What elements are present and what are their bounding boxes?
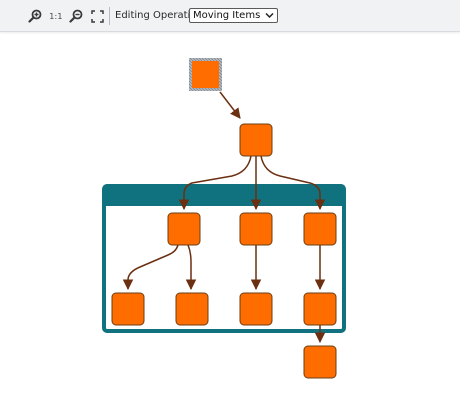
nodes [111, 58, 337, 379]
zoom-out-button[interactable] [68, 8, 84, 24]
node-leaf[interactable] [303, 345, 337, 379]
edges [122, 91, 326, 344]
node-a2[interactable] [175, 292, 209, 326]
toolbar: 1:1 Editing Operations Moving Items [0, 0, 460, 32]
edge-root-hub[interactable] [219, 91, 241, 119]
mode-label: Editing Operations [115, 10, 208, 21]
group-header[interactable] [104, 186, 344, 206]
node-c[interactable] [303, 212, 337, 246]
zoom-in-icon [28, 9, 42, 23]
edge-hub-c[interactable] [260, 155, 326, 211]
node-hub[interactable] [239, 123, 273, 157]
edge-hub-a[interactable] [178, 155, 252, 211]
reset-zoom-button[interactable]: 1:1 [49, 11, 63, 21]
zoom-in-button[interactable] [27, 8, 43, 24]
node-c1[interactable] [303, 292, 337, 326]
node-root[interactable] [192, 61, 219, 88]
mode-select[interactable]: Moving Items [189, 8, 279, 23]
toolbar-separator [109, 7, 110, 25]
mode-select-value: Moving Items [193, 10, 261, 21]
edge-a-a2[interactable] [185, 244, 197, 291]
chevron-down-icon [265, 12, 274, 19]
graph-canvas[interactable] [0, 32, 460, 400]
node-b[interactable] [239, 212, 273, 246]
edge-a-a1[interactable] [122, 244, 179, 291]
fit-content-button[interactable] [89, 8, 105, 24]
group-node[interactable] [102, 184, 346, 333]
node-a1[interactable] [111, 292, 145, 326]
node-a[interactable] [167, 212, 201, 246]
zoom-out-icon [69, 9, 83, 23]
node-b1[interactable] [239, 292, 273, 326]
fit-content-icon [90, 9, 104, 23]
